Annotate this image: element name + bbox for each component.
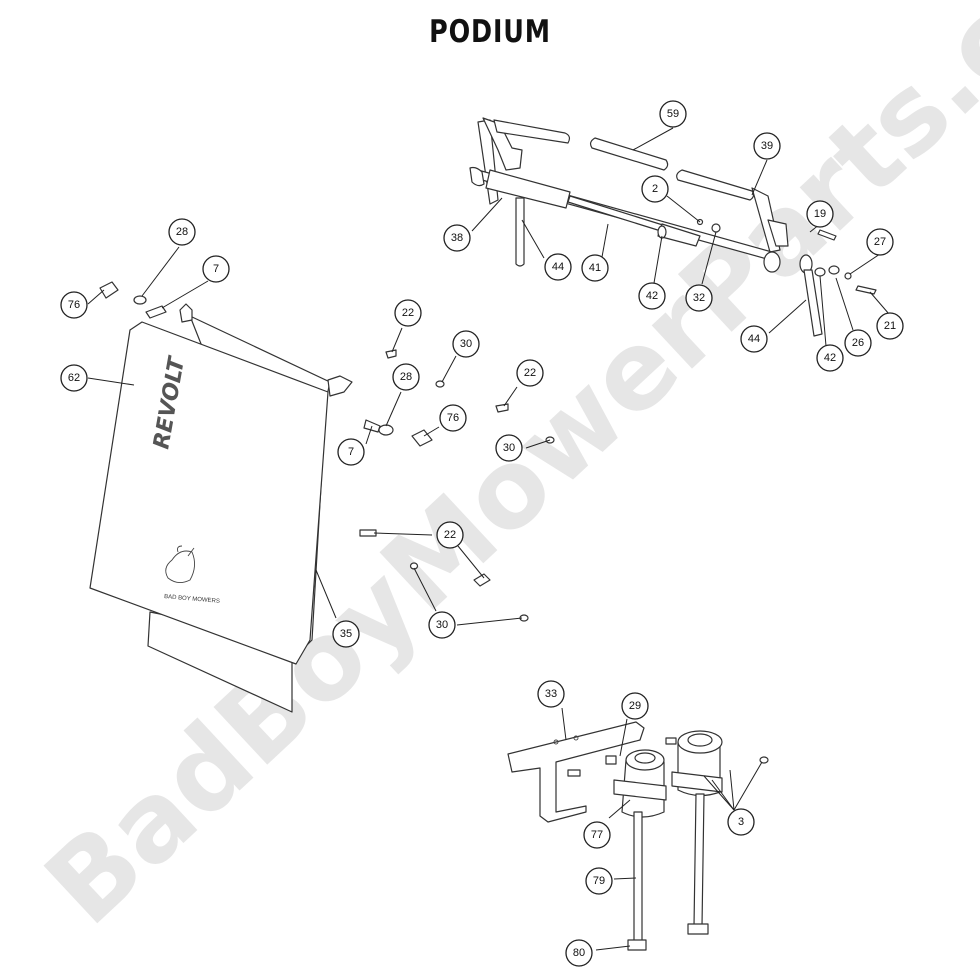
svg-text:62: 62	[68, 372, 80, 384]
callout-22-right: 22	[516, 359, 544, 387]
svg-text:26: 26	[852, 337, 864, 349]
svg-text:44: 44	[552, 261, 564, 273]
svg-text:3: 3	[738, 816, 744, 828]
svg-text:59: 59	[667, 108, 679, 120]
svg-text:77: 77	[591, 829, 603, 841]
svg-text:22: 22	[444, 529, 456, 541]
page-title: PODIUM	[429, 14, 551, 50]
callout-30-right: 30	[495, 434, 523, 462]
callout-22-top: 22	[394, 299, 422, 327]
callout-79: 79	[585, 867, 613, 895]
steering-assembly	[469, 117, 877, 337]
callout-32: 32	[685, 284, 713, 312]
callout-7-top: 7	[202, 255, 230, 283]
svg-text:39: 39	[761, 140, 773, 152]
svg-text:35: 35	[340, 628, 352, 640]
callout-76-left: 76	[60, 291, 88, 319]
svg-text:33: 33	[545, 688, 557, 700]
svg-text:7: 7	[213, 263, 219, 275]
svg-text:32: 32	[693, 292, 705, 304]
svg-text:38: 38	[451, 232, 463, 244]
callout-2: 2	[641, 175, 669, 203]
svg-text:7: 7	[348, 446, 354, 458]
svg-text:42: 42	[646, 290, 658, 302]
callout-30-lower: 30	[428, 611, 456, 639]
svg-text:44: 44	[748, 333, 760, 345]
svg-text:29: 29	[629, 700, 641, 712]
svg-text:42: 42	[824, 352, 836, 364]
callout-42-left: 42	[638, 282, 666, 310]
callout-33: 33	[537, 680, 565, 708]
svg-text:30: 30	[503, 442, 515, 454]
callout-62: 62	[60, 364, 88, 392]
svg-text:19: 19	[814, 208, 826, 220]
svg-text:30: 30	[460, 338, 472, 350]
svg-text:80: 80	[573, 947, 585, 959]
callout-3: 3	[727, 808, 755, 836]
callout-29: 29	[621, 692, 649, 720]
podium-panel: REVOLT BAD BOY MOWERS	[89, 303, 353, 713]
svg-text:76: 76	[68, 299, 80, 311]
callout-22-lower: 22	[436, 521, 464, 549]
callout-42-right: 42	[816, 344, 844, 372]
svg-text:79: 79	[593, 875, 605, 887]
logo-caption: BAD BOY MOWERS	[164, 594, 220, 605]
svg-text:2: 2	[652, 183, 658, 195]
svg-text:27: 27	[874, 236, 886, 248]
callout-77: 77	[583, 821, 611, 849]
svg-text:28: 28	[176, 226, 188, 238]
svg-text:30: 30	[436, 619, 448, 631]
callout-19: 19	[806, 200, 834, 228]
callout-59: 59	[659, 100, 687, 128]
svg-text:76: 76	[447, 412, 459, 424]
callout-76-mid: 76	[439, 404, 467, 432]
callout-44-left: 44	[544, 253, 572, 281]
svg-text:21: 21	[884, 320, 896, 332]
svg-text:28: 28	[400, 371, 412, 383]
svg-text:22: 22	[402, 307, 414, 319]
svg-text:22: 22	[524, 367, 536, 379]
callout-35: 35	[332, 620, 360, 648]
callout-80: 80	[565, 939, 593, 967]
bull-logo-icon	[165, 545, 195, 583]
callout-44-right: 44	[740, 325, 768, 353]
callout-26: 26	[844, 329, 872, 357]
callout-28-mid: 28	[392, 363, 420, 391]
callout-41: 41	[581, 254, 609, 282]
callout-38: 38	[443, 224, 471, 252]
callout-39: 39	[753, 132, 781, 160]
callout-27: 27	[866, 228, 894, 256]
callout-28-top: 28	[168, 218, 196, 246]
callout-30-top: 30	[452, 330, 480, 358]
callout-7-mid: 7	[337, 438, 365, 466]
svg-text:41: 41	[589, 262, 601, 274]
tank-assembly	[507, 721, 769, 951]
leader-lines	[87, 127, 890, 951]
callout-21: 21	[876, 312, 904, 340]
